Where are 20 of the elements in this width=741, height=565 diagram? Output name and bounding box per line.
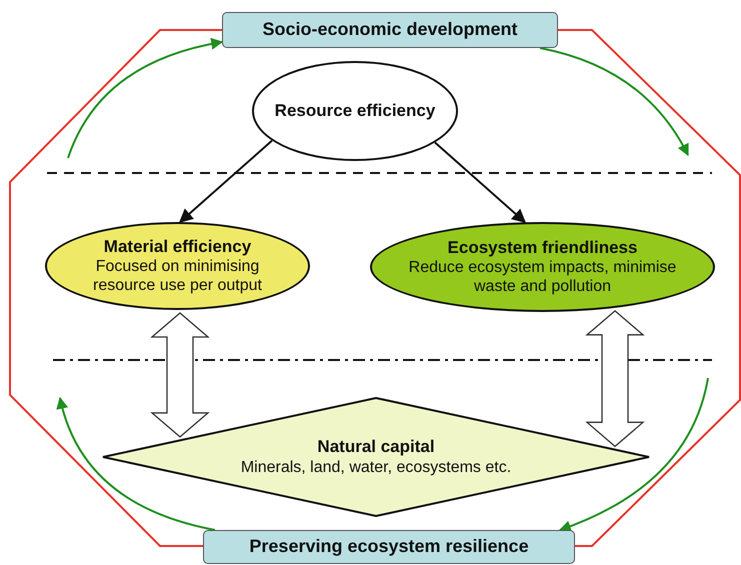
curved-arrow [540,47,689,156]
node-title: Preserving ecosystem resilience [249,536,529,558]
node-title: Material efficiency [104,236,252,257]
diamond-node [102,397,650,517]
node-title: Resource efficiency [274,100,436,122]
node-title: Ecosystem friendliness [448,238,638,258]
node-title: Socio-economic development [262,19,518,41]
curved-arrow [67,38,224,158]
double-arrow [150,312,210,438]
node-text: Reduce ecosystem impacts, minimise waste and pollution [408,258,678,296]
curved-arrow [558,378,709,532]
arrow [178,140,273,223]
double-arrow [585,310,645,448]
node-text: Focused on minimising resource use per output [92,257,263,296]
node-title: Natural capital [317,437,435,458]
node-text: Minerals, land, water, ecosystems etc. [240,458,512,477]
rounded-box [203,530,575,564]
arrow [434,142,526,224]
rounded-box [222,12,558,48]
curved-arrow [56,396,216,531]
